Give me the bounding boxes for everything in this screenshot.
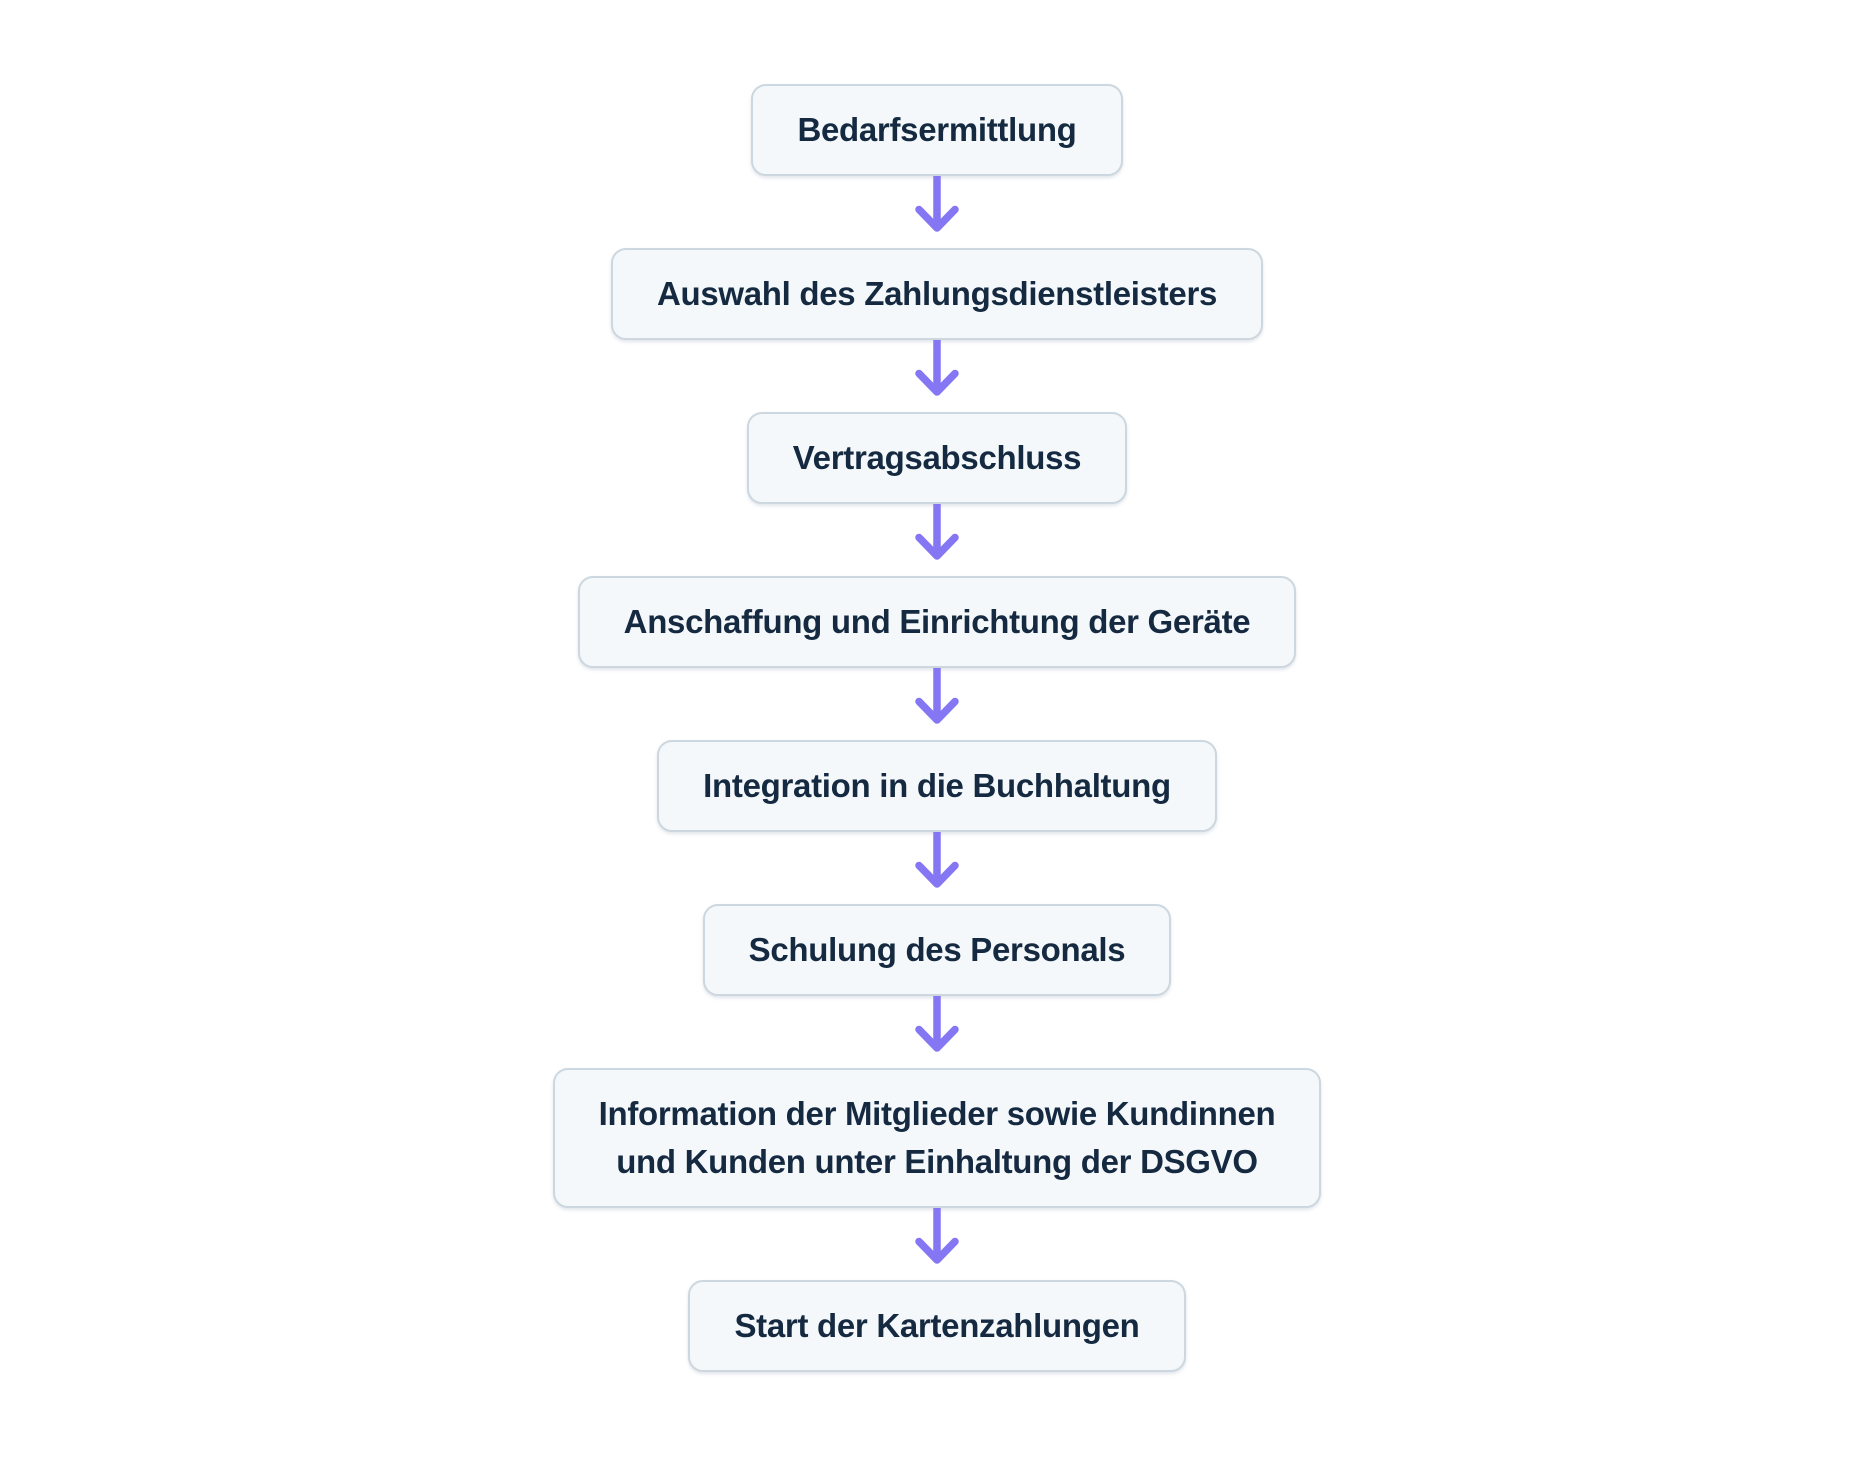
flow-node-label: Bedarfsermittlung — [797, 111, 1077, 148]
flow-node-label: Integration in die Buchhaltung — [703, 767, 1171, 804]
down-arrow-icon — [915, 1208, 959, 1264]
down-arrow-icon — [915, 668, 959, 724]
flow-node-label: Schulung des Personals — [748, 931, 1126, 968]
flow-node-label: und Kunden unter Einhaltung der DSGVO — [616, 1143, 1258, 1180]
flow-node: Start der Kartenzahlungen — [688, 1280, 1186, 1372]
flow-node-label: Vertragsabschluss — [792, 439, 1082, 476]
flow-node: Bedarfsermittlung — [751, 84, 1123, 176]
flow-node: Information der Mitglieder sowie Kundinn… — [552, 1068, 1322, 1208]
flow-node-label: Auswahl des Zahlungsdienstleisters — [656, 275, 1218, 312]
down-arrow-icon — [915, 996, 959, 1052]
flow-node-label: Anschaffung und Einrichtung der Geräte — [623, 603, 1251, 640]
flow-node-label: Information der Mitglieder sowie Kundinn… — [598, 1095, 1276, 1132]
flow-node: Anschaffung und Einrichtung der Geräte — [577, 576, 1297, 668]
down-arrow-icon — [915, 832, 959, 888]
flow-node: Schulung des Personals — [702, 904, 1172, 996]
down-arrow-icon — [915, 504, 959, 560]
down-arrow-icon — [915, 176, 959, 232]
flow-node-label: Start der Kartenzahlungen — [734, 1307, 1140, 1344]
flow-node: Auswahl des Zahlungsdienstleisters — [610, 248, 1264, 340]
down-arrow-icon — [915, 340, 959, 396]
flow-node: Integration in die Buchhaltung — [657, 740, 1217, 832]
flow-node: Vertragsabschluss — [746, 412, 1128, 504]
